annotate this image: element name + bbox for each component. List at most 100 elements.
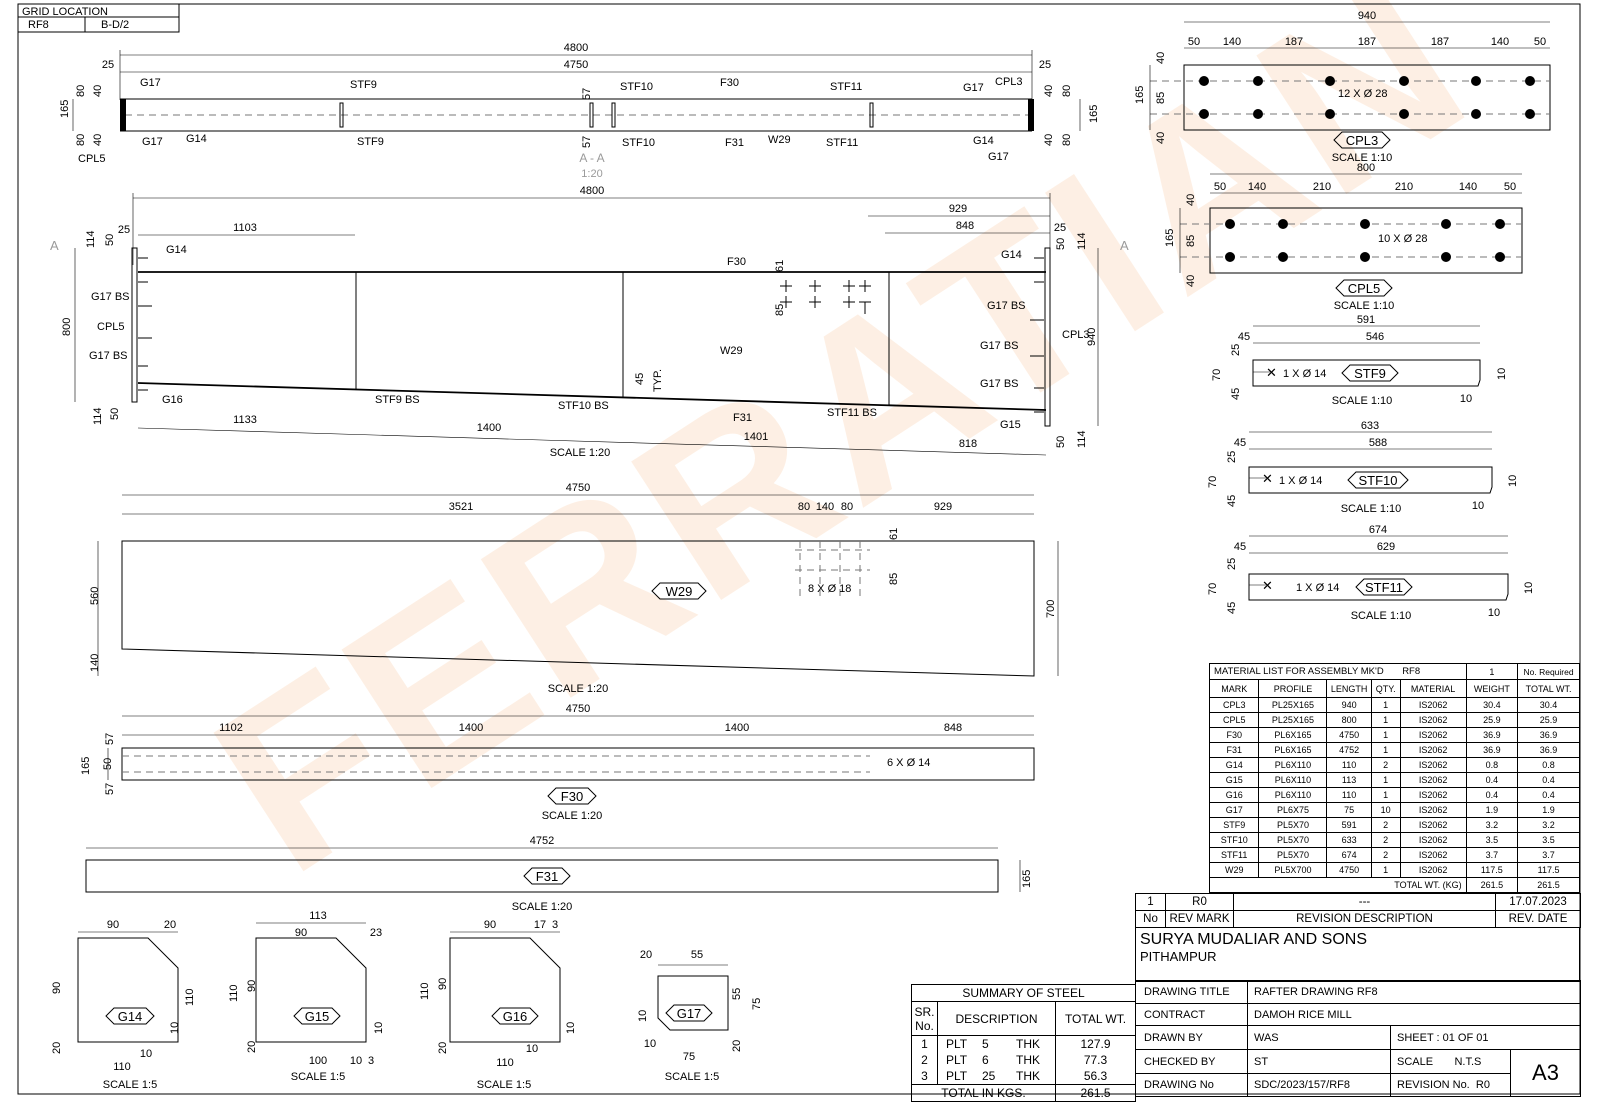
dim-text: 80 [75,85,87,97]
dim-text: 588 [1369,437,1387,449]
label-w29: W29 [768,134,791,146]
material-list-cell: 633 [1326,832,1372,848]
gusset-g16-view: 90 17 3 110 90 20 10 110 10 G16 SCALE 1:… [419,919,577,1091]
material-list-cell: 0.4 [1517,787,1580,803]
label-stf10: STF10 [620,81,653,93]
material-list-column-header: WEIGHT [1465,679,1519,698]
material-list-cell: G15 [1208,772,1260,788]
grid-location-grid: B-D/2 [101,19,129,31]
material-list-cell: 10 [1370,802,1401,818]
dim-text: 25 [102,59,114,71]
label-f30: F30 [720,77,739,89]
label-drawn-by: DRAWN BY [1135,1025,1248,1050]
dim-text: 113 [309,910,327,922]
hole-note: 1 X Ø 14 [1296,582,1339,594]
material-list-cell: 1 [1370,727,1401,743]
material-list-cell: 110 [1326,787,1372,803]
view-scale: SCALE 1:5 [291,1071,345,1083]
company-place: PITHAMPUR [1140,949,1217,964]
dim-text: 50 [104,234,116,246]
revision-header-desc: REVISION DESCRIPTION [1233,910,1496,928]
dim-text: 40 [1155,132,1167,144]
label-contract: CONTRACT [1135,1003,1248,1026]
material-list-cell: 2 [1370,817,1401,833]
drawing-title: RAFTER DRAWING RF8 [1246,980,1582,1004]
dim-text: 114 [92,407,104,425]
grid-location-box: GRID LOCATION RF8 B-D/2 [17,3,180,33]
dim-text: 80 [798,501,810,513]
label-stf11bs: STF11 BS [827,407,877,419]
material-list-cell: STF9 [1208,817,1260,833]
label-drawing-title: DRAWING TITLE [1135,980,1248,1004]
dim-text: 165 [1134,86,1146,104]
summary-desc-size: 25 [982,1069,996,1083]
dim-text: 546 [1366,331,1384,343]
material-list-column-header: PROFILE [1258,679,1328,698]
dim-text: 25 [1039,59,1051,71]
label-g16: G16 [162,394,183,406]
material-list-cell: 113 [1326,772,1372,788]
summary-weight: 77.3 [1055,1052,1136,1068]
dim-text: 10 [140,1048,152,1060]
dim-text: 633 [1361,420,1379,432]
material-list-cell: PL6X165 [1258,727,1328,743]
dim-text: 674 [1369,524,1387,536]
dim-text: 57 [581,88,593,100]
material-list-cell: G16 [1208,787,1260,803]
label-stf9: STF9 [357,136,384,148]
dim-text: 57 [104,733,116,745]
material-list-total-weight: 261.5 [1465,877,1519,893]
stf11-stiffener-view: 674 629 45 ✕ 1 X Ø 14 STF11 25 70 45 10 … [1207,524,1535,622]
material-list-cell: 3.2 [1517,817,1580,833]
material-list-cell: PL25X165 [1258,697,1328,713]
dim-text: 50 [1055,238,1067,250]
dim-text: 3 [552,919,558,931]
label-stf10: STF10 [622,137,655,149]
dim-text: 700 [1045,600,1057,618]
dim-text: 165 [80,757,92,775]
drawn-by: WAS [1247,1025,1391,1050]
material-list-cell: CPL5 [1208,712,1260,728]
dim-text: 23 [370,927,382,939]
dim-text: 114 [85,230,97,248]
material-list-cell: 3.2 [1465,817,1519,833]
material-list-title: MATERIAL LIST FOR ASSEMBLY MK'D [1214,666,1384,677]
piece-mark: W29 [666,584,693,599]
dim-text: 70 [1207,583,1219,595]
view-scale: SCALE 1:20 [548,683,609,695]
material-list-cell: 674 [1326,847,1372,863]
dim-text: 10 [1472,500,1484,512]
dim-text: 90 [484,919,496,931]
dim-text: 114 [1076,430,1088,448]
material-list-column-header: MARK [1208,679,1260,698]
summary-desc-size: 6 [982,1053,989,1067]
label-g17bs: G17 BS [89,350,128,362]
label-stf11: STF11 [830,81,862,93]
summary-header-no-text: No. [915,1018,934,1033]
dim-text: 70 [1211,369,1223,381]
view-scale: SCALE 1:5 [477,1079,531,1091]
dim-text: 40 [1185,275,1197,287]
dim-text: 591 [1357,314,1375,326]
dim-text: 940 [1358,10,1376,22]
dim-text: 818 [959,438,977,450]
material-list-cell: 117.5 [1517,862,1580,878]
material-list-cell: 1 [1370,772,1401,788]
summary-desc-unit: THK [1016,1053,1040,1067]
summary-sr: 1 [911,1035,938,1052]
piece-mark: F31 [536,869,558,884]
dim-text: 85 [1155,92,1167,104]
label-cpl3: CPL3 [1062,329,1090,341]
material-list-cell: PL5X70 [1258,832,1328,848]
dim-text: 3521 [449,501,473,513]
dim-text: 50 [1534,36,1546,48]
dim-text: 45 [634,373,646,385]
label-stf11: STF11 [826,137,858,149]
section-scale: 1:20 [581,168,602,180]
dim-text: 140 [1223,36,1241,48]
material-list-cell: PL6X110 [1258,757,1328,773]
